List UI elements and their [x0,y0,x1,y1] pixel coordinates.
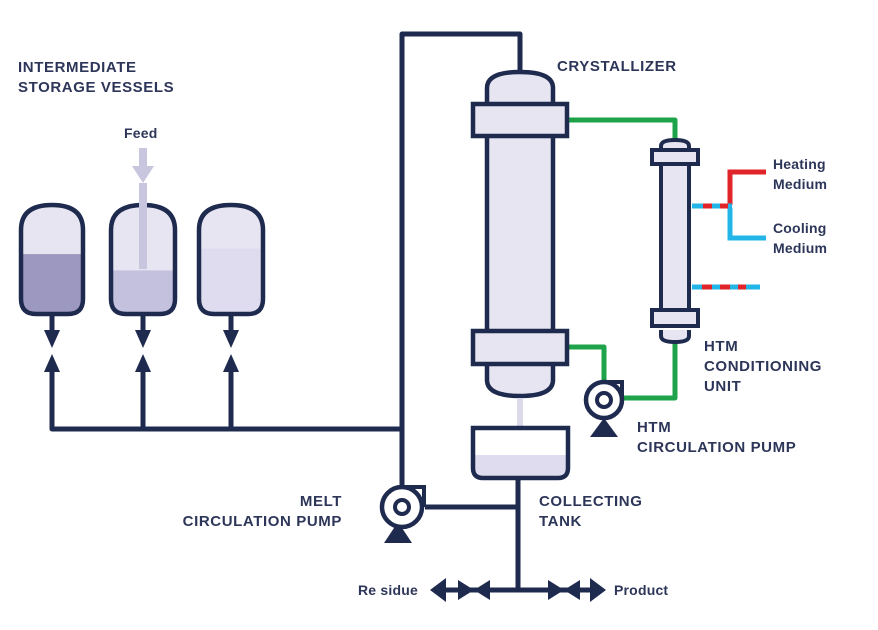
product-label: Product [614,582,669,598]
vessel-fill-level [199,248,263,314]
cooling-medium-label: Cooling Medium [773,220,828,256]
crystallizer-top-dome [484,69,556,105]
storage-header-pipe [49,372,404,432]
htm-circulation-pump-label: HTM CIRCULATION PUMP [637,419,797,456]
htm-conditioning-unit-label: HTM CONDITIONING UNIT [704,338,823,395]
melt-circulation-pump [379,484,426,543]
feed-arrow [132,148,154,269]
storage-vessel-3 [196,202,266,317]
valve-1 [44,330,60,372]
residue-label: Re sidue [358,582,418,598]
medium-lines [692,169,766,290]
storage-vessels-label: INTERMEDIATE STORAGE VESSELS [18,59,175,96]
crystallizer-body [484,132,556,336]
crystallizer-feed-pipe [399,31,523,490]
storage-vessel-2 [108,202,178,317]
tank-fill-level [473,455,568,478]
vessel-fill-level [111,270,175,314]
htm-circulation-pump [583,379,625,437]
htm-loop [567,117,678,401]
product-valve-right [564,580,580,600]
htm-conditioning-unit [650,137,700,345]
outlet-arrows [430,578,606,602]
collecting-tank [470,425,571,481]
valve-3 [223,330,239,372]
crystallizer [470,69,570,399]
cooling-medium-line [727,208,766,241]
feed-label: Feed [124,125,158,141]
valve-2 [135,330,151,372]
product-arrow-head [590,578,606,602]
htm-return-line-top [567,344,607,382]
residue-arrow-head [430,578,446,602]
product-valve-left [548,580,564,600]
residue-valve-right [474,580,490,600]
crystallizer-top-flange [470,101,570,139]
storage-valves [44,330,239,372]
htm-return-line-bottom [624,340,678,401]
htm-supply-line [567,117,678,142]
collecting-tank-label: COLLECTING TANK [539,493,643,530]
heating-medium-label: Heating Medium [773,156,828,192]
crystallizer-bottom-dome [484,363,556,399]
heating-medium-line [727,169,766,205]
vessel-fill-level [21,254,83,314]
melt-circulation-pump-label: MELT CIRCULATION PUMP [182,493,342,530]
crystallizer-label: CRYSTALLIZER [557,58,677,75]
crystallizer-bottom-flange [470,328,570,367]
storage-vessel-1 [18,202,86,317]
residue-valve-left [458,580,474,600]
